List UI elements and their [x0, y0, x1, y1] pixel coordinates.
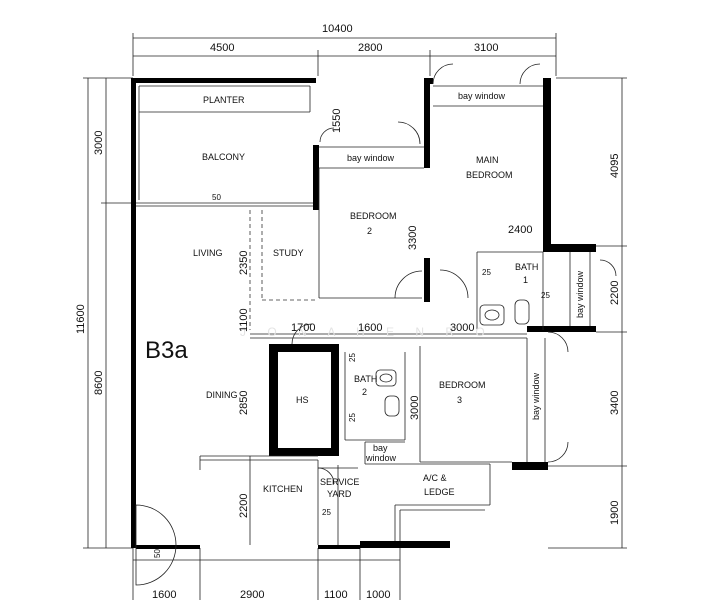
room-bay-window-bath1: bay window — [575, 270, 585, 318]
dim-25-bath1-a: 25 — [482, 268, 491, 277]
dim-2200-kitchen: 2200 — [238, 494, 250, 518]
dim-bottom-4: 1000 — [366, 589, 390, 600]
room-main-bedroom-line1: MAIN — [476, 155, 499, 165]
unit-type-label: B3a — [145, 337, 188, 364]
dim-2850: 2850 — [238, 391, 250, 415]
room-hs: HS — [296, 395, 309, 405]
room-bath2-line2: 2 — [362, 387, 367, 397]
dim-left-upper: 3000 — [93, 131, 105, 155]
room-bay-window-main: bay window — [458, 91, 506, 101]
dim-1700: 1700 — [291, 322, 315, 334]
room-living: LIVING — [193, 248, 223, 258]
room-bay-window-bedroom3: bay window — [531, 372, 541, 420]
room-bay-window-bedroom2: bay window — [347, 153, 395, 163]
room-bedroom3-line2: 3 — [457, 395, 462, 405]
dim-top-3: 3100 — [474, 42, 498, 54]
room-service-yard-line1: SERVICE — [320, 477, 359, 487]
room-main-bedroom-line2: BEDROOM — [466, 170, 513, 180]
interior-lines — [136, 85, 591, 545]
room-ac-ledge-line2: LEDGE — [424, 487, 455, 497]
room-kitchen: KITCHEN — [263, 484, 303, 494]
room-service-yard-line2: YARD — [327, 489, 352, 499]
dim-1100: 1100 — [238, 308, 250, 332]
dim-25-bath1-b: 25 — [541, 291, 550, 300]
door-swings — [135, 63, 617, 586]
dim-bottom-2: 2900 — [240, 589, 264, 600]
dim-2350: 2350 — [238, 251, 250, 275]
dim-3000-top: 3000 — [450, 322, 474, 334]
dim-3000-bedroom3: 3000 — [409, 396, 421, 420]
room-bath2-line1: BATH — [354, 374, 377, 384]
dim-top-2: 2800 — [358, 42, 382, 54]
dim-1550: 1550 — [331, 109, 343, 133]
dim-left-total: 11600 — [75, 304, 87, 334]
room-bath1-line1: BATH — [515, 262, 538, 272]
dimension-labels: 10400 4500 2800 3100 1600 2900 1100 1000… — [75, 23, 621, 600]
walls — [131, 78, 596, 549]
dim-25-bath2-a: 25 — [348, 353, 357, 362]
room-labels: PLANTER BALCONY bay window bay window MA… — [193, 91, 585, 499]
room-bedroom2-line2: 2 — [367, 226, 372, 236]
dim-50-living: 50 — [212, 193, 221, 202]
dim-25-bath2-b: 25 — [348, 413, 357, 422]
room-bedroom2-line1: BEDROOM — [350, 211, 397, 221]
watermark: J O N A H E N R O — [240, 325, 494, 339]
dim-3300: 3300 — [407, 226, 419, 250]
room-bay-window-small-line1: bay — [373, 443, 388, 453]
dim-bottom-3: 1100 — [324, 589, 348, 600]
room-bedroom3-line1: BEDROOM — [439, 380, 486, 390]
room-ac-ledge-line1: A/C & — [423, 473, 447, 483]
dimension-lines — [83, 33, 627, 600]
room-bath1-line2: 1 — [523, 275, 528, 285]
room-balcony: BALCONY — [202, 152, 245, 162]
dim-left-lower: 8600 — [93, 371, 105, 395]
dim-top-1: 4500 — [210, 42, 234, 54]
room-study: STUDY — [273, 248, 304, 258]
dim-bottom-1: 1600 — [152, 589, 176, 600]
bathroom-fixtures — [375, 299, 530, 417]
dim-right-3: 3400 — [609, 391, 621, 415]
dim-2400: 2400 — [508, 224, 532, 236]
room-planter: PLANTER — [203, 95, 245, 105]
dim-1600: 1600 — [358, 322, 382, 334]
room-bay-window-small-line2: window — [365, 453, 397, 463]
dim-top-total: 10400 — [322, 23, 353, 35]
room-dining: DINING — [206, 390, 238, 400]
dim-50-door: 50 — [153, 549, 162, 558]
dim-right-4: 1900 — [609, 501, 621, 525]
dim-25-yard: 25 — [322, 508, 331, 517]
dim-right-1: 4095 — [609, 154, 621, 178]
dim-right-2: 2200 — [609, 281, 621, 305]
